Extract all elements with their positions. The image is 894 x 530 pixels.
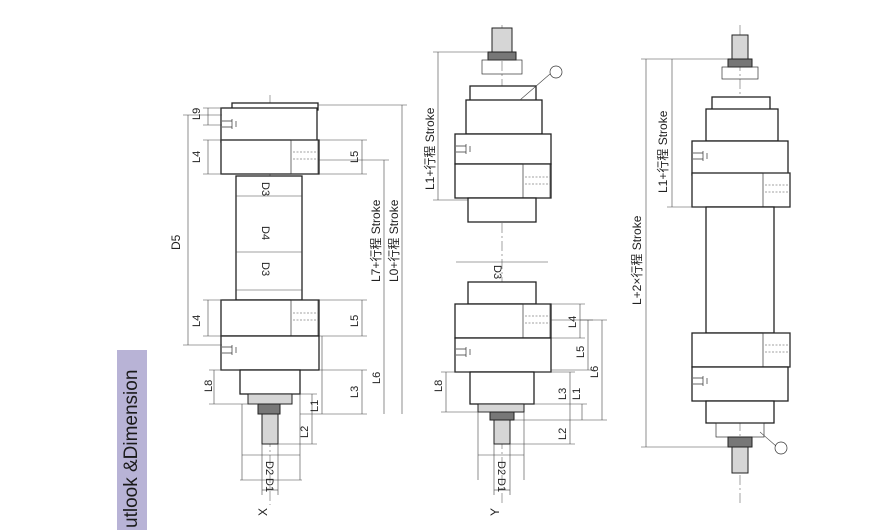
label-D2-middle: D2 (495, 461, 507, 475)
title-bar (117, 350, 147, 530)
right-lower-gland (705, 400, 775, 424)
label-L4-top: L4 (191, 151, 203, 163)
label-D1-middle: D1 (495, 478, 507, 492)
middle-upper-flange (454, 133, 552, 165)
view-left: L9 L4 L4 D5 D3 D4 D3 L8 L5 L5 L3 L6 L1 L… (169, 95, 407, 516)
left-top-cap (220, 107, 318, 143)
right-lower-flange (691, 332, 791, 368)
right-dimension-lines (641, 58, 728, 448)
label-L1: L1 (309, 400, 321, 412)
view-middle: L1+行程 Stroke D3 L8 L4 L5 L6 L3 L1 L2 D2 … (422, 25, 607, 516)
right-dimension-labels: L1+行程 Stroke L+2×行程 Stroke (629, 110, 670, 305)
label-stroke-L1-middle: L1+行程 Stroke (422, 107, 437, 190)
middle-barrel-top (467, 197, 537, 223)
middle-screw-icon (456, 144, 471, 154)
right-rod-end (731, 446, 749, 474)
label-L8-middle: L8 (433, 380, 445, 392)
label-L8: L8 (203, 380, 215, 392)
left-screw-icon (222, 119, 237, 129)
right-top-cap (705, 108, 779, 142)
right-upper-flange (691, 140, 789, 176)
axis-label-X: X (256, 508, 270, 516)
middle-upper-flange-2 (454, 163, 552, 199)
left-dimension-lines (183, 104, 407, 495)
label-L5-middle: L5 (575, 346, 587, 358)
middle-rod-collar (477, 403, 525, 413)
label-L4-bottom: L4 (191, 315, 203, 327)
view-right: L1+行程 Stroke L+2×行程 Stroke (629, 25, 791, 505)
label-D3-top: D3 (259, 182, 271, 196)
label-L6: L6 (371, 372, 383, 384)
label-D3-bottom: D3 (259, 262, 271, 276)
middle-top-cap (465, 99, 543, 135)
right-screw-icon (693, 151, 708, 161)
middle-bottom-cap (454, 337, 552, 373)
label-stroke-L2x: L+2×行程 Stroke (629, 215, 644, 305)
right-collar-top (721, 66, 759, 80)
callout-3-circle (774, 441, 788, 455)
middle-nut-top (487, 51, 517, 61)
label-stroke-L7: L7+行程 Stroke (368, 199, 383, 282)
left-rod-collar (247, 393, 293, 405)
label-D4: D4 (259, 226, 271, 240)
label-D3-middle: D3 (491, 265, 503, 279)
label-D2: D2 (263, 461, 275, 475)
label-stroke-L0: L0+行程 Stroke (386, 199, 401, 282)
right-bottom-cap (691, 366, 789, 402)
middle-gland (469, 371, 535, 405)
right-screw-icon-bottom (693, 376, 708, 386)
label-D1: D1 (263, 478, 275, 492)
middle-barrel-bottom (467, 281, 537, 305)
middle-rod-end-top (491, 27, 513, 53)
left-upper-flange (220, 139, 320, 175)
label-L5-top: L5 (349, 151, 361, 163)
left-upper-port (290, 139, 319, 175)
middle-rod-end (493, 419, 511, 445)
middle-dimension-lines (433, 51, 607, 495)
middle-screw-icon-bottom (456, 347, 471, 357)
label-L2-middle: L2 (557, 428, 569, 440)
middle-rod-nut (489, 411, 515, 421)
right-upper-flange-2 (691, 172, 791, 208)
label-L4-middle: L4 (567, 316, 579, 328)
label-stroke-L1-right: L1+行程 Stroke (655, 110, 670, 193)
label-D5: D5 (169, 234, 183, 250)
left-barrel (235, 175, 303, 301)
callout-4-circle (549, 65, 563, 79)
label-L3: L3 (349, 386, 361, 398)
left-rod-nut (257, 403, 281, 415)
right-rod-end-top (731, 34, 749, 60)
label-L1-middle: L1 (571, 388, 583, 400)
label-L9: L9 (191, 108, 203, 120)
left-dimension-labels: L9 L4 L4 D5 D3 D4 D3 L8 L5 L5 L3 L6 L1 L… (169, 108, 401, 516)
label-L3-middle: L3 (557, 388, 569, 400)
left-bottom-cap (220, 335, 320, 371)
label-L6-middle: L6 (589, 366, 601, 378)
left-lower-flange (220, 299, 320, 337)
right-barrel (705, 206, 775, 334)
middle-lower-flange (454, 303, 552, 339)
middle-gland-top (481, 59, 523, 75)
axis-label-Y: Y (488, 508, 502, 516)
middle-dimension-labels: L1+行程 Stroke D3 L8 L4 L5 L6 L3 L1 L2 D2 … (422, 107, 601, 516)
right-rod-nut (727, 436, 753, 448)
right-nut-top (727, 58, 753, 68)
left-screw-icon-bottom (222, 345, 237, 355)
left-rod-end (261, 413, 279, 445)
label-L5-bottom: L5 (349, 315, 361, 327)
label-L2: L2 (299, 426, 311, 438)
left-gland (239, 369, 301, 395)
right-upper-port (762, 172, 791, 208)
